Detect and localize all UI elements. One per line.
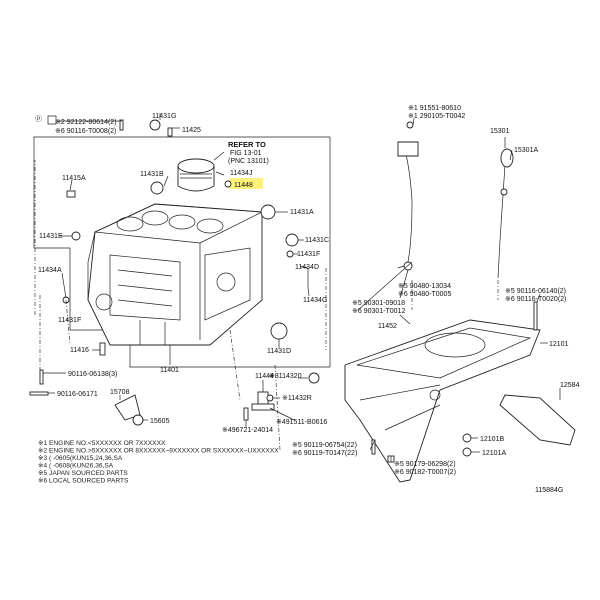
label-11425: 11425 xyxy=(182,127,201,134)
label-11431d: 11431D xyxy=(267,348,291,355)
label-11434g: 11434G xyxy=(303,297,327,304)
label-12101: 12101 xyxy=(549,341,569,348)
label-90301b: ※6 90301-T0012 xyxy=(352,308,405,315)
plug-11431c[interactable] xyxy=(285,233,299,247)
dipstick-guide-11452[interactable] xyxy=(404,149,413,263)
footnote-1: ※1 ENGINE NO.<5XXXXXX OR 7XXXXXX xyxy=(38,440,166,447)
label-96721: ※496721-24014 xyxy=(222,427,273,434)
label-12584: 12584 xyxy=(560,382,580,389)
plug-114320[interactable] xyxy=(308,372,320,384)
stray-mark: ⓟ xyxy=(35,115,42,123)
leader-lines xyxy=(43,113,561,462)
plug-11431b[interactable] xyxy=(150,181,164,195)
label-12101a: 12101A xyxy=(482,450,506,457)
oil-pan-12101[interactable] xyxy=(344,319,541,483)
dipstick-15301[interactable] xyxy=(497,164,506,279)
ring-15301a[interactable] xyxy=(500,188,508,196)
cylinder-block[interactable] xyxy=(87,203,264,346)
pin-11415a[interactable] xyxy=(66,190,76,198)
label-90119b: ※6 90119-T0147(22) xyxy=(292,450,357,457)
label-11434a: 11434A xyxy=(38,267,62,274)
label-11415a: 11415A xyxy=(62,175,86,182)
label-15301: 15301 xyxy=(490,128,510,135)
plug-11431a[interactable] xyxy=(260,204,276,220)
label-90116a: ※6 90116-T0008(2) xyxy=(55,128,116,135)
label-11434d: 11434D xyxy=(295,264,319,271)
label-11448: 11448 xyxy=(234,182,253,189)
baffle-12584[interactable] xyxy=(499,394,576,446)
footnote-4: ※4 ( -0608(KUN26,36,SA xyxy=(38,463,114,470)
bolt-90119[interactable] xyxy=(371,439,376,455)
label-11431b: 11431B xyxy=(140,171,164,178)
label-12101b: 12101B xyxy=(480,436,504,443)
footnote-5: ※5 JAPAN SOURCED PARTS xyxy=(38,470,128,477)
plug-11431f[interactable] xyxy=(286,250,294,258)
label-90480a: ※5 90480-13034 xyxy=(398,283,451,290)
label-11431c: 11431C xyxy=(305,237,329,244)
label-92122: ※2 92122-80614(2) xyxy=(55,119,117,126)
label-refer-2: FIG 13-01 xyxy=(230,150,262,157)
bolt-90116[interactable] xyxy=(39,369,44,385)
label-11434j: 11434J xyxy=(230,170,252,177)
dipstick-guide-top[interactable] xyxy=(397,141,419,157)
label-11431g: 11431G xyxy=(152,113,176,120)
label-11452: 11452 xyxy=(378,323,397,330)
label-91511: ※491511-B0616 xyxy=(276,419,327,426)
stud-90116[interactable] xyxy=(533,301,538,331)
label-15605: 15605 xyxy=(150,418,170,425)
label-11444: 11444 xyxy=(255,373,274,380)
bolt-91551[interactable] xyxy=(406,121,414,129)
label-15301a: 15301A xyxy=(514,147,538,154)
label-90116b: 90116-06138(3) xyxy=(68,371,117,378)
label-refer-3: (PNC 13101) xyxy=(228,158,269,165)
piston[interactable] xyxy=(177,158,215,192)
plug-11431e[interactable] xyxy=(71,231,81,241)
label-90179: ※5 90179-06298(2) xyxy=(394,461,456,468)
figure-id: 115884G xyxy=(535,487,563,494)
label-90480b: ※6 90480-T0005 xyxy=(398,291,451,298)
bolt-90116-b[interactable] xyxy=(29,391,49,396)
label-15708: 15708 xyxy=(110,389,130,396)
label-11431a: 11431A xyxy=(290,209,314,216)
label-11432r: ※11432R xyxy=(282,395,312,402)
footnote-2: ※2 ENGINE NO.>5XXXXXX OR 8XXXXXX~9XXXXXX… xyxy=(38,448,279,455)
label-11431e: 11431E xyxy=(39,233,63,240)
label-11431f-left: 11431F xyxy=(58,317,81,324)
bolt-11425-b[interactable] xyxy=(119,119,124,131)
label-114320: ※3114320 xyxy=(269,373,302,380)
label-11431f: 11431F xyxy=(297,251,320,258)
seal-11431d[interactable] xyxy=(270,322,288,340)
plug-11431g[interactable] xyxy=(149,119,161,131)
dipstick-handle[interactable] xyxy=(500,148,514,168)
bolt-11416[interactable] xyxy=(99,342,106,356)
label-90116c: 90116-06171 xyxy=(57,391,98,398)
ring-11448[interactable] xyxy=(224,180,232,188)
label-90301a: ※5 90301-09018 xyxy=(352,300,405,307)
stray-mark-glyph xyxy=(47,115,57,125)
oil-strainer-15605[interactable] xyxy=(132,414,144,426)
label-11401: 11401 xyxy=(160,367,179,374)
plug-12101b[interactable] xyxy=(462,433,472,443)
bolt-11425[interactable] xyxy=(167,127,173,137)
footnotes: ※1 ENGINE NO.<5XXXXXX OR 7XXXXXX ※2 ENGI… xyxy=(38,440,279,485)
label-91551: ※1 91551-80610 xyxy=(408,105,461,112)
gasket-12101a[interactable] xyxy=(462,447,472,457)
label-90105: ※1 290105-T0042 xyxy=(408,113,465,120)
bolt-96721[interactable] xyxy=(243,407,249,421)
labels: ⓟ ※2 92122-80614(2) ※6 90116-T0008(2) 11… xyxy=(35,105,580,476)
label-11416: 11416 xyxy=(70,347,89,354)
label-90116d: ※5 90116-06140(2) xyxy=(505,288,566,295)
label-90119a: ※5 90119-06754(22) xyxy=(292,442,357,449)
label-90182: ※6 90182-T0007(2) xyxy=(394,469,456,476)
label-refer-1: REFER TO xyxy=(228,140,266,149)
label-90116e: ※6 90116-T0020(2) xyxy=(505,296,566,303)
footnote-6: ※6 LOCAL SOURCED PARTS xyxy=(38,478,129,485)
alignment-lines xyxy=(34,160,499,451)
highlight-11448 xyxy=(229,178,263,189)
footnote-3: ※3 ( -0605(KUN15,24,36,SA xyxy=(38,455,123,462)
